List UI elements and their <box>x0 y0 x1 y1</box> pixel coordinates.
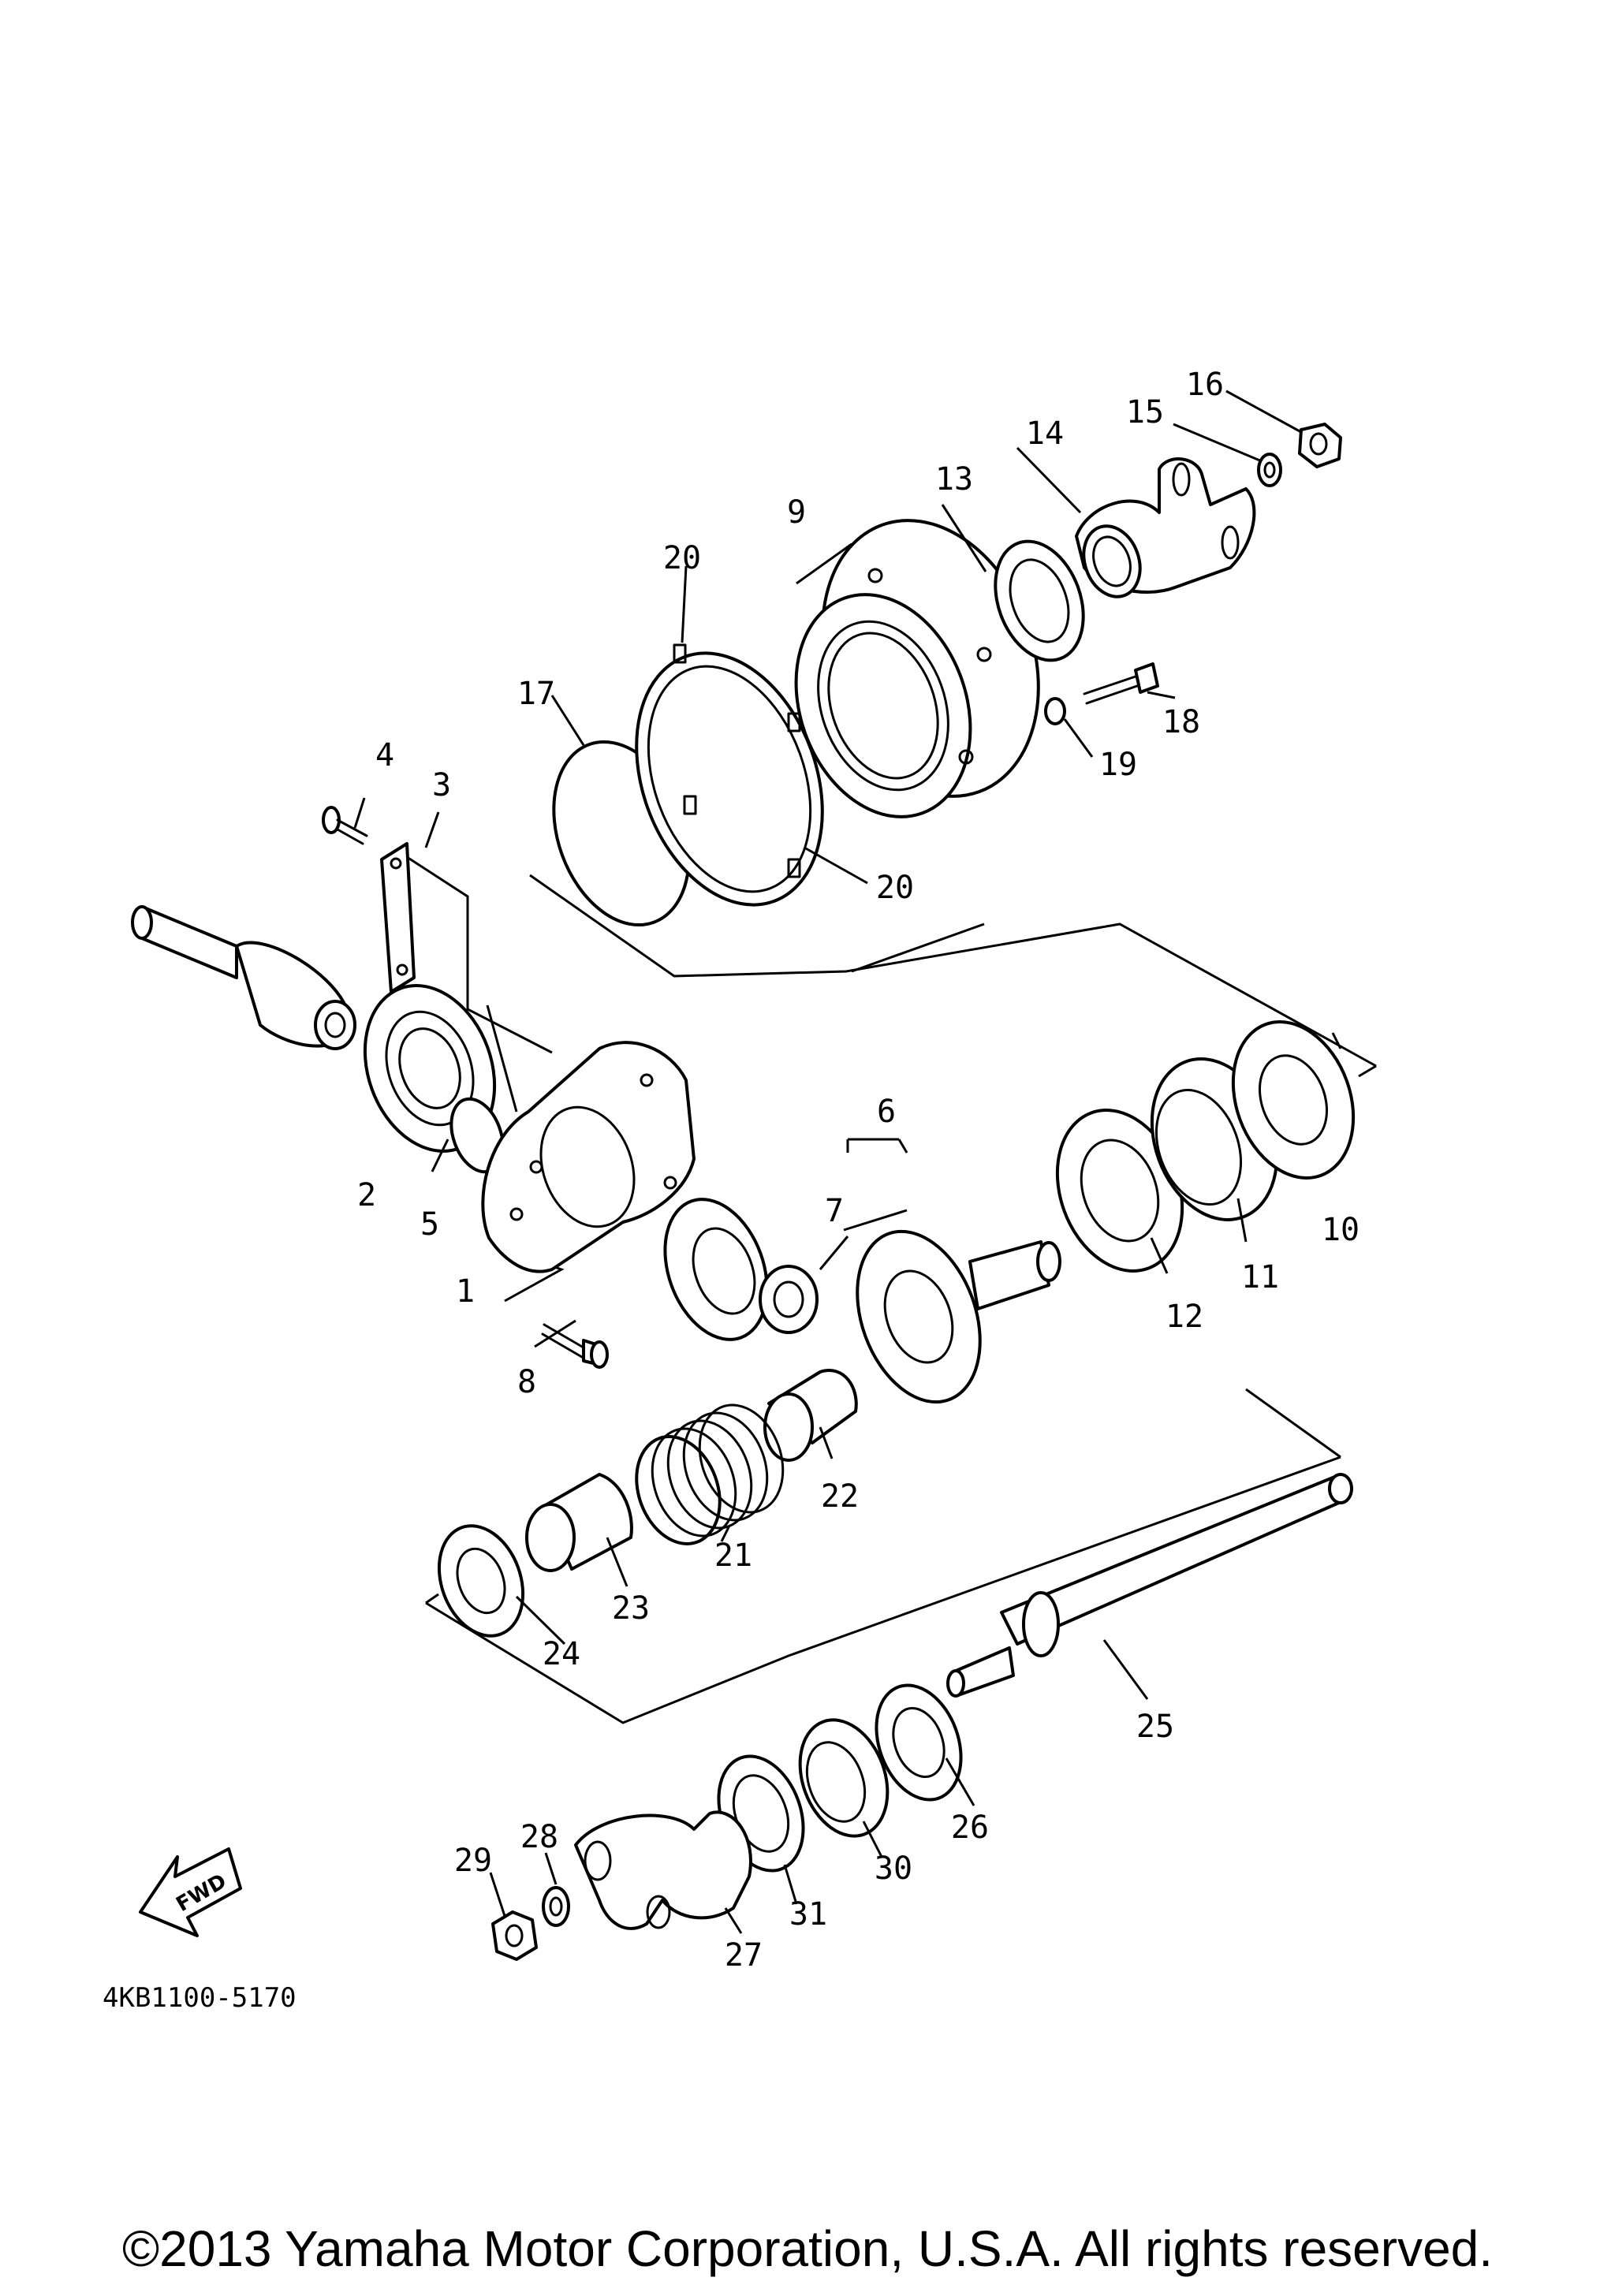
part-label: 1 <box>456 1273 475 1310</box>
part-label: 3 <box>432 767 451 803</box>
part-label: 17 <box>517 676 555 712</box>
leader-lines <box>353 390 1342 1934</box>
part-label: 12 <box>1166 1299 1203 1335</box>
part-label: 15 <box>1126 394 1164 430</box>
part-label: 19 <box>1099 747 1137 783</box>
part-19-washer <box>1044 697 1066 725</box>
part-25-drive-shaft <box>946 1473 1353 1698</box>
part-29-nut <box>491 1910 538 1961</box>
drive-pinion-shaft <box>131 905 356 1050</box>
part-7-nut <box>759 1265 819 1334</box>
part-label: 29 <box>454 1843 492 1879</box>
part-label: 2 <box>357 1177 376 1213</box>
part-27-coupling-yoke <box>574 1810 752 1930</box>
drawing-code: 4KB1100-5170 <box>103 1982 297 2014</box>
part-label: 13 <box>935 461 973 498</box>
part-6-gear-set <box>663 1198 1061 1404</box>
part-label: 9 <box>787 494 806 531</box>
part-12-bearing <box>1055 1109 1184 1273</box>
part-10-bearing <box>1231 1020 1356 1180</box>
part-label: 4 <box>375 737 394 773</box>
part-26-bearing <box>875 1683 963 1802</box>
part-21-spring <box>635 1403 785 1545</box>
copyright-notice: ©2013 Yamaha Motor Corporation, U.S.A. A… <box>121 2220 1494 2277</box>
assembly-frame-upper <box>529 874 1377 1078</box>
part-15-washer <box>1257 453 1282 487</box>
part-label: 25 <box>1136 1709 1174 1745</box>
part-label: 22 <box>821 1478 859 1515</box>
part-label: 31 <box>789 1896 827 1933</box>
part-20-shim-plate <box>635 643 824 907</box>
part-label: 27 <box>725 1937 763 1974</box>
part-label: 5 <box>420 1206 439 1243</box>
part-label: 21 <box>714 1538 752 1574</box>
part-label: 24 <box>543 1636 580 1672</box>
part-label: 14 <box>1026 416 1064 452</box>
part-1-bearing-housing <box>481 1041 696 1273</box>
part-18-bolt <box>1083 662 1159 705</box>
part-number-labels: 1 2 3 4 5 6 7 8 9 10 11 12 13 14 15 16 1… <box>357 367 1360 1974</box>
part-label: 26 <box>951 1810 989 1846</box>
part-label: 7 <box>825 1193 844 1229</box>
part-label: 28 <box>520 1819 558 1855</box>
part-3-plate <box>380 842 416 993</box>
part-24-bearing <box>437 1524 525 1638</box>
part-label: 10 <box>1322 1212 1360 1248</box>
part-30-ring-nut <box>798 1718 890 1838</box>
assembly-frame-lower <box>425 1388 1341 1724</box>
part-16-nut <box>1298 423 1342 468</box>
part-label: 16 <box>1186 367 1224 403</box>
part-9-gear-case-cover <box>794 519 1040 818</box>
part-8-bolt <box>541 1323 609 1369</box>
part-4-screw <box>322 806 368 845</box>
part-label: 23 <box>612 1590 650 1627</box>
part-label: 11 <box>1241 1259 1279 1295</box>
part-label: 30 <box>875 1851 912 1887</box>
part-label: 6 <box>877 1094 896 1130</box>
part-14-coupling-yoke <box>1075 457 1256 598</box>
part-label: 20 <box>663 540 701 576</box>
part-label: 20 <box>876 870 914 906</box>
part-13-oil-seal <box>994 539 1085 662</box>
part-label: 8 <box>517 1364 536 1400</box>
forward-arrow-icon: FWD <box>139 1847 242 1937</box>
part-28-washer <box>542 1886 570 1927</box>
part-label: 18 <box>1162 704 1200 740</box>
